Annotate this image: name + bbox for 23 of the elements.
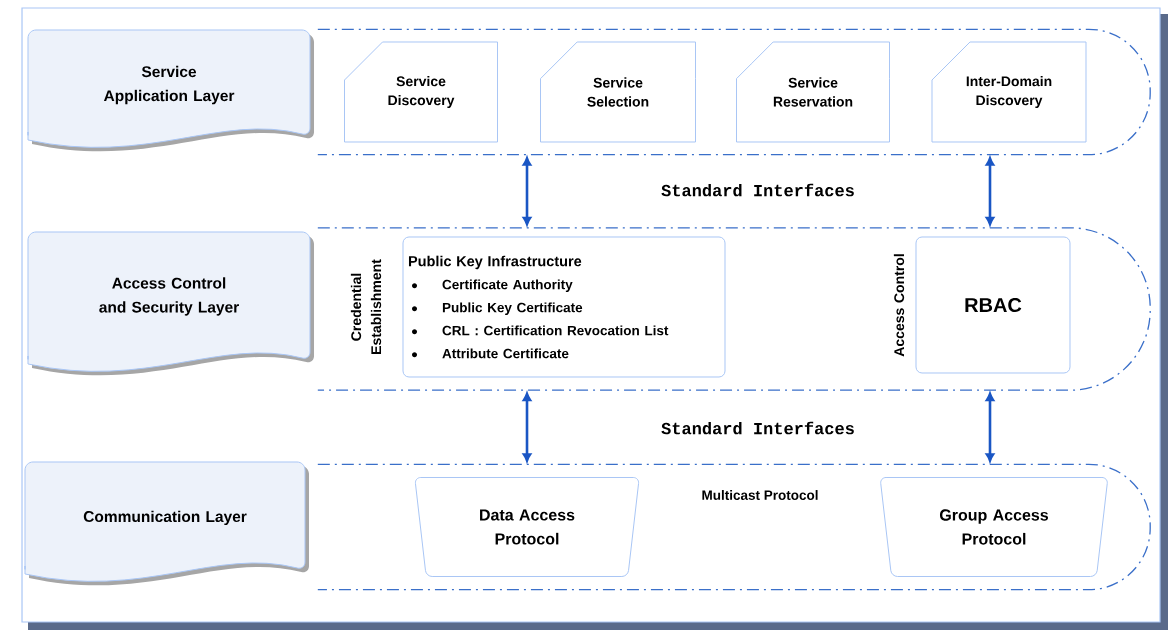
rotated-label: Credential Establishment	[350, 259, 382, 354]
layer-box: Service Application Layer	[27, 29, 314, 152]
double-arrow	[985, 157, 995, 226]
double-arrow	[522, 392, 532, 462]
pki-box: Public Key Infrastructure Certificate Authority Public Key Certificate CRL : Certification Revocation List Attribute Certificate	[402, 236, 726, 378]
rotated-label: Access Control	[893, 254, 905, 357]
protocol-box: Group Access Protocol	[880, 477, 1108, 577]
protocol-label: Multicast Protocol	[702, 490, 818, 500]
interface-label: Standard Interfaces	[661, 183, 854, 197]
layer-band	[317, 463, 1151, 591]
interface-label: Standard Interfaces	[661, 421, 854, 435]
service-box: Inter-Domain Discovery	[931, 41, 1087, 143]
layer-band	[317, 28, 1151, 156]
protocol-box: Data Access Protocol	[414, 477, 640, 577]
layer-box: Access Control and Security Layer	[27, 231, 314, 376]
layer-band	[317, 227, 1151, 391]
service-box: Service Discovery	[344, 41, 498, 143]
rbac-box: RBAC	[915, 236, 1071, 374]
service-box: Service Selection	[540, 41, 696, 143]
layer-box: Communication Layer	[24, 461, 309, 586]
service-box: Service Reservation	[736, 41, 890, 143]
double-arrow	[522, 157, 532, 226]
double-arrow	[985, 392, 995, 462]
